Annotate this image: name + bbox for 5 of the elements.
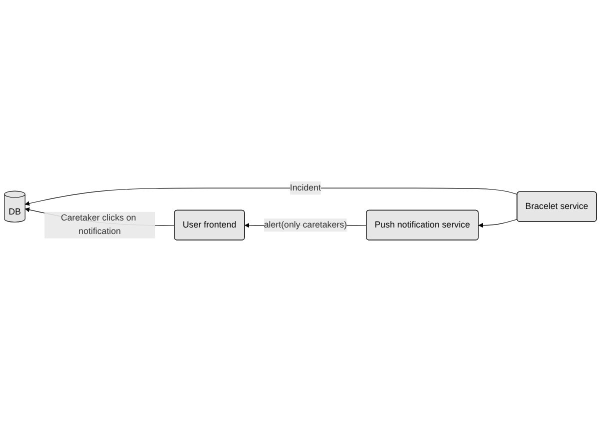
arrow [24, 188, 518, 206]
edge-label: alert(only caretakers) [264, 220, 347, 230]
edge-label: Incident [290, 182, 321, 192]
arrow [478, 218, 518, 228]
edge-label: Caretaker clicks on notification [60, 213, 136, 236]
